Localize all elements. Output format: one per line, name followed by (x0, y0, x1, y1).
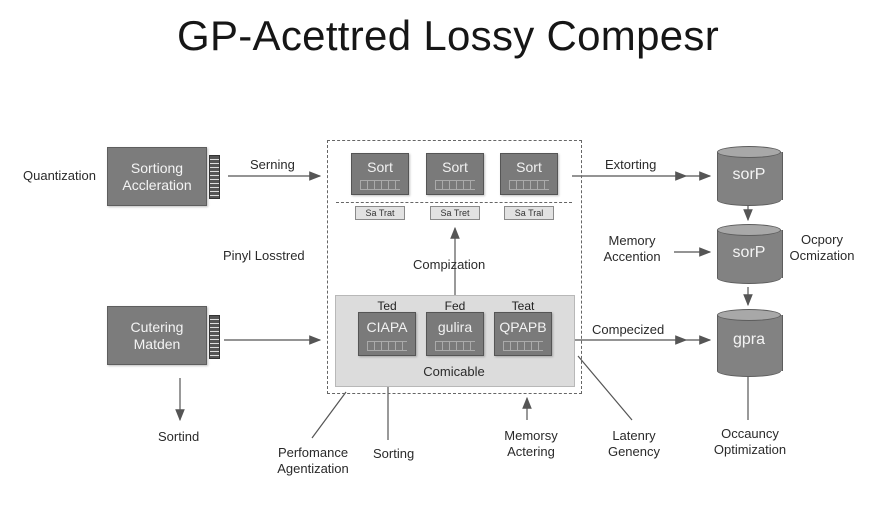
chip-icon (209, 155, 220, 199)
performance-label: Perfomance Agentization (277, 445, 349, 476)
sort-cell-label: Sort (516, 159, 542, 175)
sort-cell-label: Sort (442, 159, 468, 175)
ocpory-label: Ocpory Ocmization (789, 232, 855, 263)
sort-cell-label: Sort (367, 159, 393, 175)
serning-label: Serning (250, 157, 295, 172)
clustering-label: Cutering Matden (130, 318, 184, 352)
sort-cell: Sort (426, 153, 484, 195)
sorting-label: Sorting (373, 446, 415, 461)
clustering-box: Cutering Matden (107, 306, 207, 365)
matrix-cell-top: Teat (511, 299, 535, 313)
matrix-cell: Teat QPAPB (494, 299, 552, 356)
sorting-acceleration-box: Sortiong Accleration (107, 147, 207, 206)
sort-cell: Sort (500, 153, 558, 195)
line-latency (577, 355, 633, 421)
latency-label: Latenry Genency (607, 428, 661, 459)
matrix-cell-label: QPAPB (499, 319, 547, 335)
compecized-label: Compecized (592, 322, 665, 337)
diagram-title: GP-Acettred Lossy Compesr (176, 12, 719, 59)
matrix-cell-label: CIAPA (366, 319, 408, 335)
chip-icon (209, 315, 220, 359)
sort-tag: Sa Tral (504, 206, 554, 220)
database-cylinder: sorP (717, 224, 783, 284)
sorting-acceleration-label: Sortiong Accleration (122, 159, 192, 193)
sort-tag: Sa Trat (355, 206, 405, 220)
occauncy-label: Occauncy Optimization (713, 426, 787, 457)
cylinder-label: sorP (732, 244, 766, 261)
pinyl-label: Pinyl Losstred (223, 248, 305, 263)
matrix-cell-top: Ted (377, 299, 397, 313)
comicable-label: Comicable (423, 364, 485, 379)
memory-accention-label: Memory Accention (603, 233, 661, 264)
database-cylinder: gpra (717, 309, 783, 377)
line-perf (311, 391, 347, 439)
sortind-label: Sortind (158, 429, 200, 444)
extorting-label: Extorting (605, 157, 657, 172)
cylinder-label: sorP (732, 166, 766, 183)
cylinder-label: gpra (732, 331, 766, 348)
matrix-cell-label: gulira (437, 319, 473, 335)
sort-cell: Sort (351, 153, 409, 195)
compization-label: Compization (413, 257, 486, 272)
matrix-cell: Fed gulira (426, 299, 484, 356)
divider (336, 202, 572, 203)
matrix-cell: Ted CIAPA (358, 299, 416, 356)
sort-tag: Sa Tret (430, 206, 480, 220)
gpu-container (327, 140, 582, 394)
memory-actering-label: Memorsy Actering (504, 428, 558, 459)
quantization-label: Quantization (23, 168, 96, 183)
matrix-cell-top: Fed (444, 299, 466, 313)
database-cylinder: sorP (717, 146, 783, 206)
